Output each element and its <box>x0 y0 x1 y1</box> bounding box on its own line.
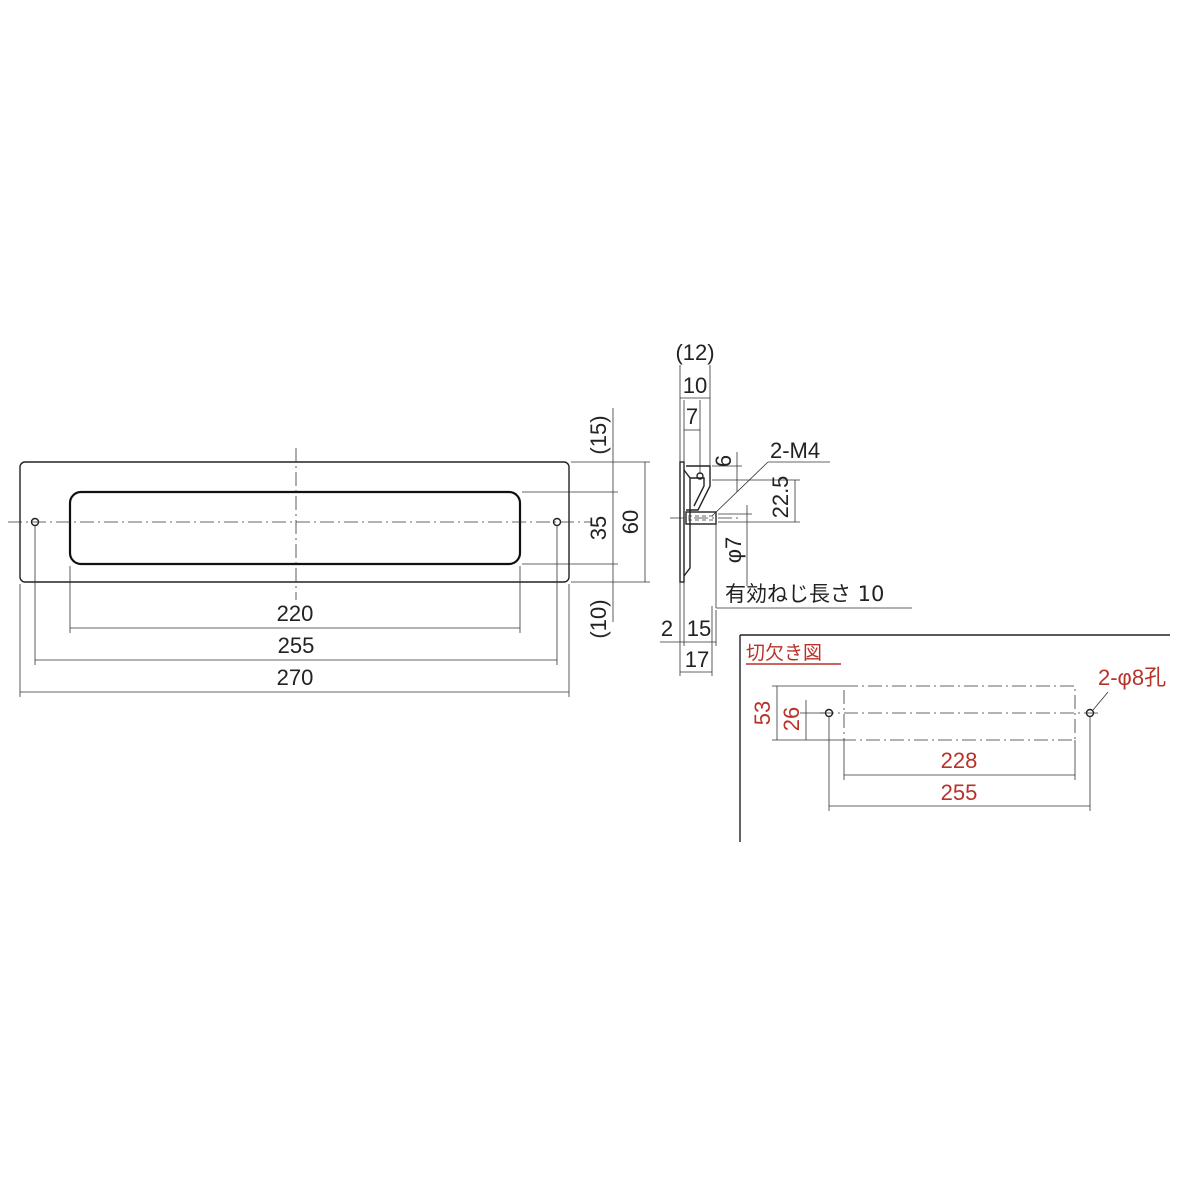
side-plate <box>679 461 685 583</box>
front-view: 220 255 270 35 (15) (10) 60 <box>8 408 650 697</box>
dim-6: 6 <box>711 455 736 467</box>
dim-10-side: 10 <box>683 373 707 398</box>
side-view: (12) 10 7 6 2-M4 22.5 φ7 有効ねじ長さ 10 2 1 <box>660 340 912 676</box>
dim-60: 60 <box>618 510 643 534</box>
slot-outline <box>68 490 522 566</box>
thread-label: 2-M4 <box>770 438 820 463</box>
cutout-view: 切欠き図 2-φ8孔 53 26 228 255 <box>739 634 1170 842</box>
thread-boss <box>685 511 717 525</box>
dim-22-5: 22.5 <box>768 476 793 519</box>
dim-12: (12) <box>675 340 714 365</box>
dim-35: 35 <box>586 516 611 540</box>
dim-228: 228 <box>941 748 978 773</box>
dim-10: (10) <box>586 599 611 638</box>
hole-label: 2-φ8孔 <box>1098 665 1166 690</box>
hole-leader <box>1092 691 1109 711</box>
dim-phi7: φ7 <box>721 537 746 564</box>
dim-15: (15) <box>586 415 611 454</box>
dim-255-cutout: 255 <box>941 780 978 805</box>
dim-2: 2 <box>661 616 673 641</box>
cutout-title: 切欠き図 <box>746 642 822 664</box>
thread-length-note: 有効ねじ長さ 10 <box>725 582 884 606</box>
dim-26: 26 <box>779 707 804 731</box>
dim-270: 270 <box>277 665 314 690</box>
dim-7: 7 <box>686 404 698 429</box>
dim-17: 17 <box>685 647 709 672</box>
dim-220: 220 <box>277 601 314 626</box>
dim-255: 255 <box>278 633 315 658</box>
cutout-rectangle <box>843 685 1076 741</box>
side-bracket <box>686 465 711 511</box>
dim-15-side: 15 <box>687 616 711 641</box>
cutout-hole-right <box>1085 708 1095 718</box>
dim-53: 53 <box>750 701 775 725</box>
thread-leader <box>711 461 769 517</box>
